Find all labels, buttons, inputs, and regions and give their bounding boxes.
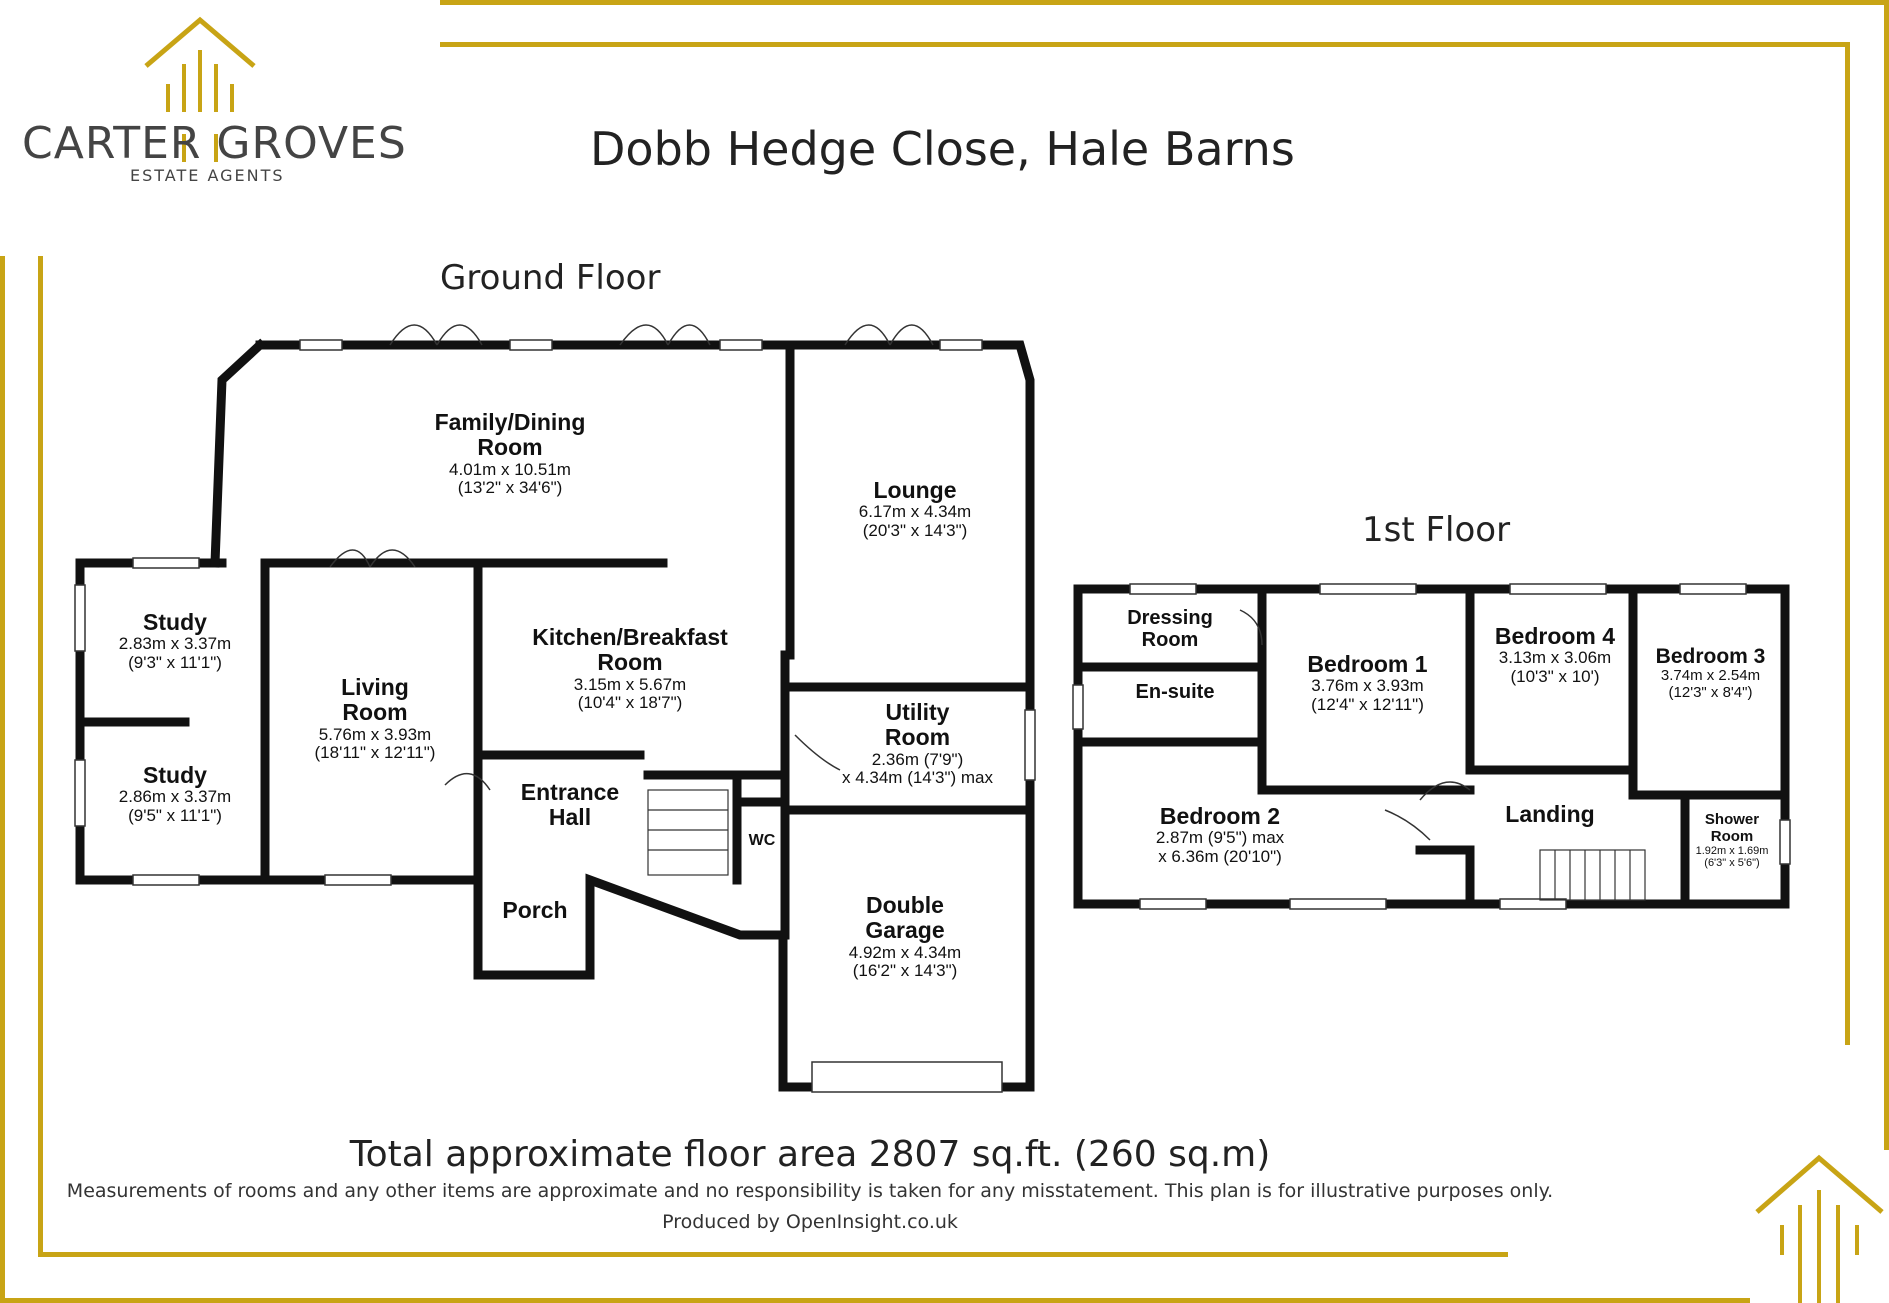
room-shower: Shower Room 1.92m x 1.69m (6'3" x 5'6") [1688,811,1776,870]
room-imperial: x 4.34m (14'3") max [842,768,993,788]
room-imperial: (20'3" x 14'3") [862,520,968,540]
room-imperial: (10'4" x 18'7") [577,693,683,713]
house-roof-logo-icon [144,16,256,162]
room-metric: 1.92m x 1.69m [1695,845,1769,857]
room-living: Living Room 5.76m x 3.93m (18'11" x 12'1… [280,674,470,763]
frame-bottom-outer [0,1298,1750,1303]
room-ensuite: En-suite [1120,681,1230,703]
room-name: Kitchen/Breakfast [532,624,728,650]
room-name: Room [884,724,951,751]
room-wc: WC [742,832,782,850]
room-name: Living [341,674,409,700]
room-name: Shower [1704,811,1760,828]
room-imperial: x 6.36m (20'10") [1158,846,1282,866]
room-lounge: Lounge 6.17m x 4.34m (20'3" x 14'3") [815,477,1015,541]
first-floor-label: 1st Floor [1362,510,1511,550]
house-roof-corner-icon [1755,1154,1884,1303]
room-metric: 2.87m (9'5") max [1155,828,1285,848]
room-kitchen: Kitchen/Breakfast Room 3.15m x 5.67m (10… [510,624,750,713]
room-utility: Utility Room 2.36m (7'9") x 4.34m (14'3"… [810,699,1025,788]
room-name: Bedroom 4 [1494,623,1616,649]
room-metric: 6.17m x 4.34m [858,502,972,522]
room-metric: 4.92m x 4.34m [848,942,962,962]
total-floor-area: Total approximate floor area 2807 sq.ft.… [349,1134,1271,1175]
room-metric: 2.36m (7'9") [871,749,964,769]
room-name: Study [143,609,207,635]
room-name: Room [1141,629,1199,651]
room-metric: 4.01m x 10.51m [449,459,571,479]
room-double-garage: Double Garage 4.92m x 4.34m (16'2" x 14'… [800,892,1010,981]
produced-by: Produced by OpenInsight.co.uk [662,1211,958,1233]
room-study-1: Study 2.83m x 3.37m (9'3" x 11'1") [90,609,260,673]
room-imperial: (9'5" x 11'1") [128,805,222,825]
room-imperial: (18'11" x 12'11") [314,743,436,763]
brand-name: CARTER GROVES [22,118,407,169]
room-name: Hall [548,804,592,831]
room-name: WC [748,832,776,849]
room-name: Bedroom 3 [1655,645,1766,668]
page-title: Dobb Hedge Close, Hale Barns [590,122,1295,176]
frame-top-inner [440,42,1850,47]
disclaimer: Measurements of rooms and any other item… [66,1180,1554,1202]
room-name: Room [342,699,408,726]
room-imperial: (9'3" x 11'1") [128,652,222,672]
room-bedroom-4: Bedroom 4 3.13m x 3.06m (10'3" x 10') [1475,623,1635,687]
room-name: Room [597,649,663,676]
room-name: En-suite [1135,681,1215,703]
room-name: Dressing [1127,607,1213,629]
room-bedroom-1: Bedroom 1 3.76m x 3.93m (12'4" x 12'11") [1270,651,1465,715]
room-imperial: (13'2" x 34'6") [457,478,563,498]
room-name: Bedroom 2 [1159,803,1281,829]
room-study-2: Study 2.86m x 3.37m (9'5" x 11'1") [90,762,260,826]
room-bedroom-2: Bedroom 2 2.87m (9'5") max x 6.36m (20'1… [1120,803,1320,867]
frame-top-outer [440,0,1889,5]
room-name: Study [143,762,207,788]
room-name: Landing [1505,801,1595,827]
room-imperial: (12'3" x 8'4") [1668,683,1753,701]
room-name: Garage [865,917,945,944]
brand-subtitle: ESTATE AGENTS [130,166,285,185]
room-family-dining: Family/Dining Room 4.01m x 10.51m (13'2"… [400,409,620,498]
frame-left-inner [38,256,43,1256]
room-imperial: (6'3" x 5'6") [1704,857,1760,870]
room-metric: 3.13m x 3.06m [1498,648,1612,668]
room-entrance-hall: Entrance Hall [500,779,640,831]
frame-bottom-inner [38,1252,1508,1257]
room-imperial: (16'2" x 14'3") [852,961,958,981]
room-imperial: (10'3" x 10') [1510,666,1600,686]
room-name: Entrance [520,779,620,805]
room-dressing: Dressing Room [1110,607,1230,651]
room-bedroom-3: Bedroom 3 3.74m x 2.54m (12'3" x 8'4") [1638,645,1783,701]
frame-right-outer [1884,0,1889,1150]
ground-floor-label: Ground Floor [440,258,661,298]
room-metric: 3.76m x 3.93m [1311,676,1424,696]
room-landing: Landing [1490,801,1610,827]
room-metric: 2.83m x 3.37m [118,634,232,654]
frame-right-inner [1845,42,1850,1045]
room-metric: 3.15m x 5.67m [573,674,687,694]
room-name: Porch [502,897,568,923]
room-name: Double [866,892,944,918]
room-name: Utility [885,699,950,725]
room-metric: 5.76m x 3.93m [318,724,432,744]
room-metric: 2.86m x 3.37m [118,787,232,807]
room-metric: 3.74m x 2.54m [1660,667,1761,685]
room-name: Family/Dining [434,409,586,435]
room-name: Room [477,434,543,461]
room-name: Room [1710,827,1754,845]
room-porch: Porch [490,897,580,923]
room-name: Lounge [873,477,957,503]
room-imperial: (12'4" x 12'11") [1311,694,1424,714]
room-name: Bedroom 1 [1307,651,1428,677]
frame-left-outer [0,256,5,1303]
